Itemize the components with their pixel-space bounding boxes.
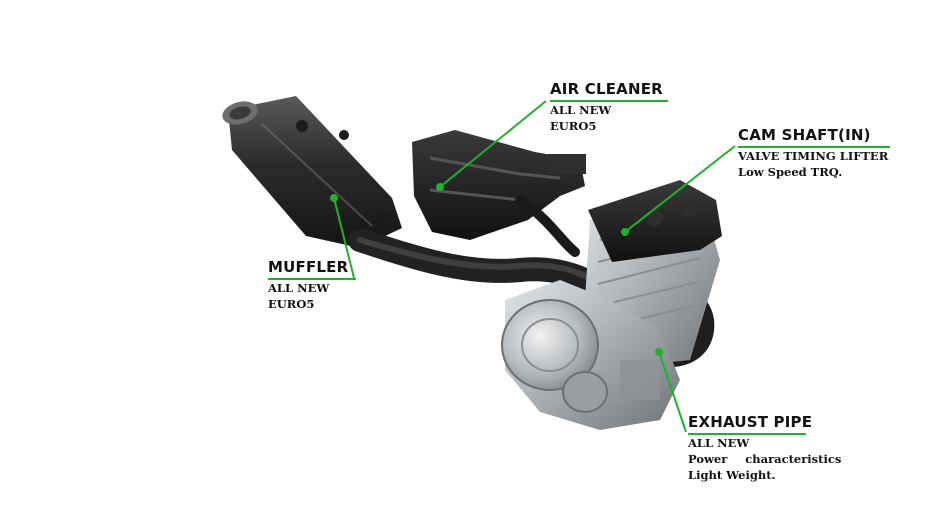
dot-air-cleaner xyxy=(436,183,444,191)
leader-air-cleaner xyxy=(439,100,547,188)
leader-muffler xyxy=(333,197,355,279)
muffler-shape xyxy=(222,96,402,248)
crankcase-shape xyxy=(501,280,680,430)
callout-cam-shaft: CAM SHAFT(IN) VALVE TIMING LIFTER Low Sp… xyxy=(738,126,890,180)
callout-underline xyxy=(688,433,806,435)
leader-cam-shaft xyxy=(624,145,736,233)
leader-exhaust-pipe xyxy=(658,351,687,433)
dot-muffler xyxy=(330,194,338,202)
air-cleaner-shape xyxy=(412,130,586,257)
callout-title: CAM SHAFT(IN) xyxy=(738,126,871,144)
callout-underline xyxy=(738,146,890,148)
callout-line: EURO5 xyxy=(550,119,597,133)
callout-line: ALL NEW xyxy=(550,103,612,117)
callout-title: MUFFLER xyxy=(268,258,349,276)
callout-line: Power characteristics xyxy=(688,452,842,466)
callout-air-cleaner: AIR CLEANER ALL NEW EURO5 xyxy=(550,80,668,134)
callout-underline xyxy=(268,278,356,280)
callout-line: ALL NEW xyxy=(688,436,750,450)
callout-line: VALVE TIMING LIFTER xyxy=(738,149,889,163)
leader-dots xyxy=(330,183,663,356)
dot-exhaust-pipe xyxy=(655,348,663,356)
callout-title: EXHAUST PIPE xyxy=(688,413,813,431)
leader-lines xyxy=(333,100,736,433)
callout-title: AIR CLEANER xyxy=(550,80,663,98)
callout-exhaust-pipe: EXHAUST PIPE ALL NEW Power characteristi… xyxy=(688,413,841,483)
callout-underline xyxy=(550,100,668,102)
callout-line: EURO5 xyxy=(268,297,315,311)
dot-cam-shaft xyxy=(621,228,629,236)
callout-line: ALL NEW xyxy=(268,281,330,295)
callout-line: Low Speed TRQ. xyxy=(738,165,843,179)
callout-line: Light Weight. xyxy=(688,468,776,482)
callout-muffler: MUFFLER ALL NEW EURO5 xyxy=(268,258,356,312)
